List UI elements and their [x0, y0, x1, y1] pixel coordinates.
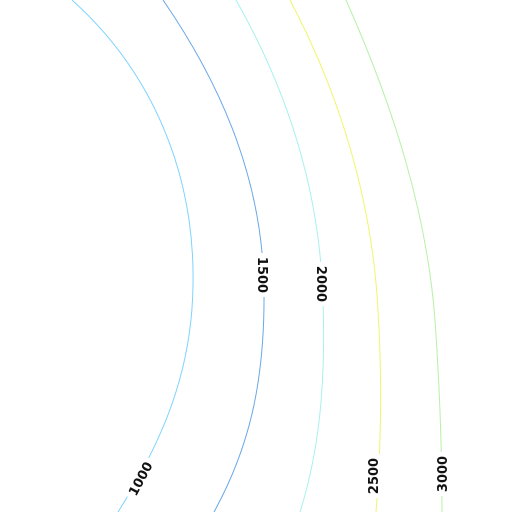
contour-line-2500	[289, 0, 382, 512]
svg-text:2500: 2500	[367, 458, 382, 494]
svg-text:3000: 3000	[436, 456, 451, 492]
svg-text:2000: 2000	[313, 266, 328, 302]
svg-text:1500: 1500	[254, 257, 269, 293]
contour-line-1000	[71, 0, 194, 512]
contour-label-3000: 3000	[433, 452, 451, 496]
contour-label-2500: 2500	[364, 454, 382, 498]
contour-label-1500: 1500	[254, 253, 272, 297]
contour-label-2000: 2000	[313, 262, 331, 306]
